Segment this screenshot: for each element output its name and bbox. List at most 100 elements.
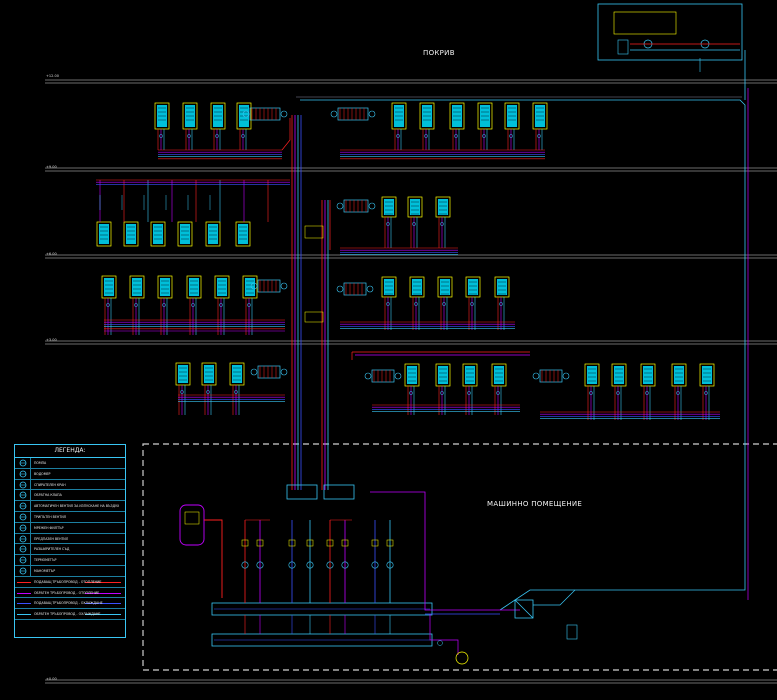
heat-exchanger-2 [323,484,355,500]
legend-line-sample [85,581,121,583]
legend-line-sample [17,603,31,605]
roof-chiller-enclosure [597,3,743,61]
legend-line-sample [17,592,31,594]
valve-icon [241,134,245,138]
fan-coil-unit-body [407,366,417,384]
legend-line-sample [17,581,31,583]
valve-icon [454,134,458,138]
manifold [337,107,369,121]
buffer-tank-tag [184,511,200,525]
safety-valve-icon [15,533,31,544]
fan-coil-unit-body [160,278,170,296]
valve-icon [386,539,394,547]
legend-row: РАЗШИРИТЕЛЕН СЪД [15,544,125,556]
riser-tag [304,311,324,323]
valve-icon [256,539,264,547]
manometer-icon [437,640,443,646]
machine-room-label: МАШИННО ПОМЕЩЕНИЕ [487,500,583,508]
water-meter-icon [15,468,31,479]
fan-coil-unit-body [384,199,394,215]
level-mark-floor-2: +6.00 [46,252,57,256]
legend-text: ТРИПЪТЕН ВЕНТИЛ [34,514,67,519]
fan-coil-unit-body [440,279,450,295]
valve-icon [247,303,251,307]
fan-coil-unit-body [468,279,478,295]
legend-row: ПОМПА [15,458,125,469]
legend-text: РАЗШИРИТЕЛЕН СЪД [34,547,70,552]
legend-line-sample [85,603,121,605]
legend-rows: ПОМПА ВОДОМЕР СПИРАТЕЛЕН КРАН ОБРАТНА КЛАПА… [15,458,125,620]
legend-line-sample [85,614,121,616]
valve-icon [396,134,400,138]
pump-icon [394,372,402,380]
legend-text: ВОДОМЕР [34,471,51,476]
expansion-vessel [566,624,578,640]
legend-text: АВТОМАТИЧЕН ВЕНТИЛ ЗА ИЗПУСКАНЕ НА ВЪЗДУ… [34,504,120,509]
machine-return [370,491,520,611]
pump-icon [326,561,334,569]
legend-text: СПИРАТЕЛЕН КРАН [34,482,66,487]
valve-icon [326,539,334,547]
legend-text: ПРЕДПАЗЕН ВЕНТИЛ [34,536,69,541]
valve-icon [442,302,446,306]
pump-icon [280,110,288,118]
valve-icon [215,134,219,138]
valve-icon [412,222,416,226]
fan-coil-unit-body [180,224,190,244]
valve-icon [589,391,593,395]
legend-text: ОБРАТЕН ТРЪБОПРОВОД - ОТОПЛЕНИЕ [34,590,100,595]
pump-icon [366,285,374,293]
valve-icon [386,222,390,226]
valve-icon [424,134,428,138]
supply-distributor [211,602,433,616]
legend-text: ПОДАВАЩ ТРЪБОПРОВОД - ОТОПЛЕНИЕ [34,579,102,584]
pump-icon [371,561,379,569]
fan-coil-unit-body [497,279,507,295]
legend-title: ЛЕГЕНДА: [15,445,125,458]
valve-icon [496,391,500,395]
tank-pipe [204,519,223,598]
valve-icon [470,302,474,306]
valve-icon [106,303,110,307]
valve-icon [219,303,223,307]
level-mark-roof: +12.00 [46,74,59,78]
pump-icon [241,561,249,569]
legend-row: ВОДОМЕР [15,468,125,480]
pump-icon [250,368,258,376]
pump-icon [242,110,250,118]
legend-row: СПИРАТЕЛЕН КРАН [15,479,125,491]
chiller-unit [617,39,629,55]
manifold [343,282,367,296]
valve-icon [440,222,444,226]
drain-line [429,614,459,655]
legend-text: ТЕРМОМЕТЪР [34,558,57,563]
riser-tag [304,225,324,239]
valve-icon [676,391,680,395]
level-mark-floor-1: +3.00 [46,338,57,342]
pump-icon [250,282,258,290]
valve-icon [482,134,486,138]
machine-room-boundary [142,443,777,671]
fan-coil-unit-body [410,199,420,215]
thermometer-icon [15,555,31,565]
valve-icon [306,539,314,547]
pump-icon [288,561,296,569]
pump-icon [15,458,31,468]
legend-text: ОБРАТЕН ТРЪБОПРОВОД - ОХЛАЖДАНЕ [34,612,101,617]
valve-icon [241,539,249,547]
valve-icon [645,391,649,395]
valve-icon [180,390,184,394]
legend-line-sample [85,592,121,594]
legend-row: ПОДАВАЩ ТРЪБОПРОВОД - ОТОПЛЕНИЕ [15,577,125,588]
legend-row: ОБРАТНА КЛАПА [15,490,125,502]
pump-icon [280,368,288,376]
fan-coil-unit-body [238,224,248,244]
pump-icon [368,110,376,118]
legend-row: ТЕРМОМЕТЪР [15,555,125,566]
valve-icon [341,539,349,547]
fan-coil-unit-body [702,366,712,384]
legend-line-swatch [15,588,125,598]
legend-row: АВТОМАТИЧЕН ВЕНТИЛ ЗА ИЗПУСКАНЕ НА ВЪЗДУ… [15,501,125,512]
valve-icon [499,302,503,306]
